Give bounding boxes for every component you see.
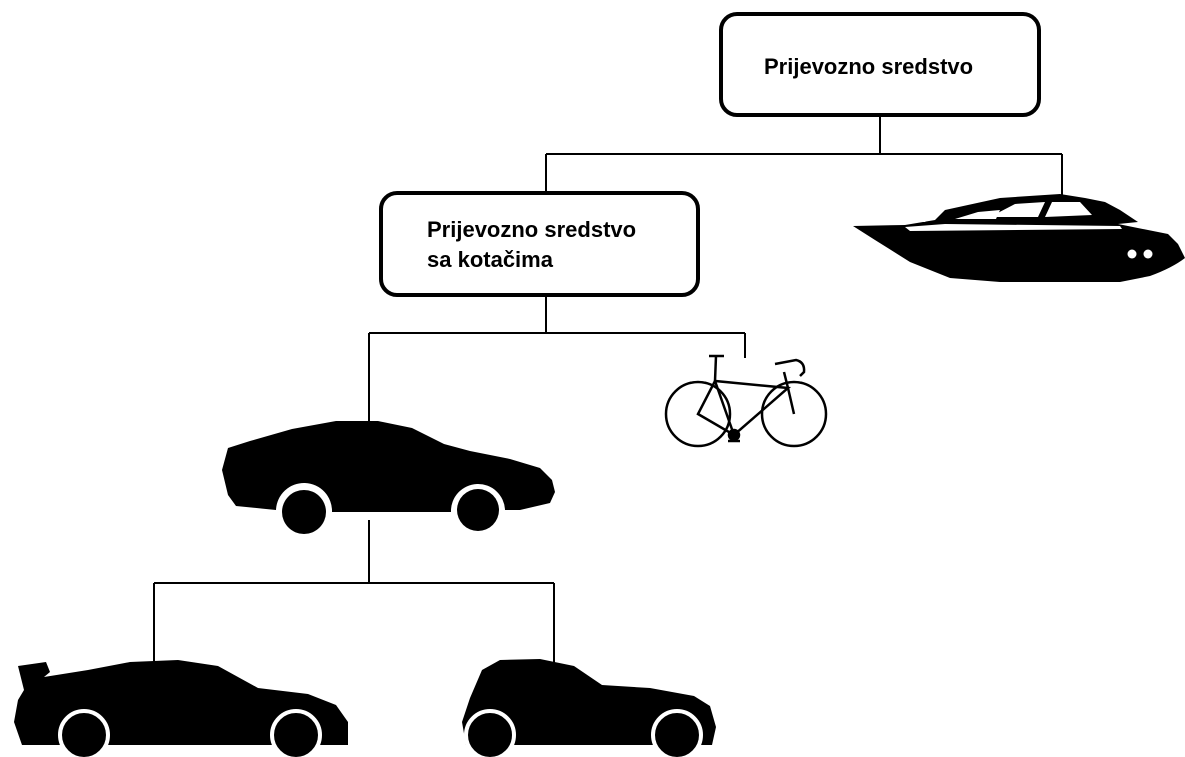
sports-car-icon bbox=[14, 660, 348, 757]
node-box-wheeled-vehicle: Prijevozno sredstvo sa kotačima bbox=[379, 191, 700, 297]
node-label-wheeled-vehicle: Prijevozno sredstvo sa kotačima bbox=[427, 217, 637, 272]
hatchback-car-icon bbox=[462, 659, 716, 757]
yacht-icon bbox=[853, 194, 1185, 282]
node-label-root: Prijevozno sredstvo bbox=[764, 54, 974, 79]
bicycle-icon bbox=[664, 354, 828, 448]
connector-lines bbox=[153, 117, 1063, 665]
node-box-root: Prijevozno sredstvo bbox=[719, 12, 1041, 117]
sedan-car-icon bbox=[222, 421, 555, 534]
